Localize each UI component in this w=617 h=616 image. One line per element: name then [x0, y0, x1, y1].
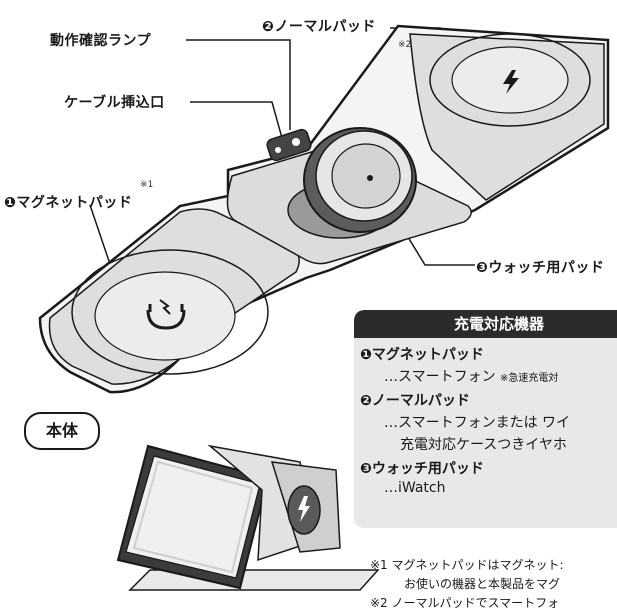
footnote-1-cont: お使いの機器と本製品をマグ: [404, 577, 561, 591]
watch-puck: [287, 127, 417, 239]
panel-line-watch-pad: ❸ウォッチ用パッド: [360, 461, 484, 477]
panel-line-smartphone: …スマートフォン ※急速充電対: [384, 366, 558, 386]
normal-pad: [429, 33, 591, 127]
cable-port-lamp: [266, 128, 312, 162]
compatible-devices-panel: 充電対応機器 ❶マグネットパッド …スマートフォン ※急速充電対 ❷ノーマルパッ…: [354, 310, 617, 528]
cable-port-label: ケーブル挿込口: [64, 95, 165, 111]
panel-line-magnet-pad: ❶マグネットパッド: [360, 347, 484, 363]
panel-title: 充電対応機器: [354, 310, 617, 338]
panel-line-iwatch: …iWatch: [384, 480, 446, 496]
main-body-badge: 本体: [24, 412, 100, 450]
stand-illustration: [116, 444, 380, 591]
lamp-label: 動作確認ランプ: [50, 33, 152, 49]
normal-pad-label: ❷ノーマルパッド: [262, 19, 376, 35]
panel-line-earphones: 充電対応ケースつきイヤホ: [400, 437, 567, 453]
phone-icon: [125, 455, 261, 579]
panel-line-normal-pad: ❷ノーマルパッド: [360, 393, 470, 409]
fast-charge-note: ※急速充電対: [500, 373, 559, 384]
watch-pad-label: ❸ウォッチ用パッド: [476, 260, 605, 276]
lightning-icon: [503, 70, 519, 94]
magnet-pad-note: ※1: [140, 180, 154, 190]
magnet-icon: [146, 299, 186, 330]
panel-line-smartphone-or: …スマートフォンまたは ワイ: [384, 415, 571, 431]
footnote-1: ※1 マグネットパッドはマグネット:: [370, 558, 564, 572]
panel-line-smartphone-text: …スマートフォン: [384, 369, 496, 385]
footnote-2: ※2 ノーマルパッドでスマートフォ: [370, 596, 560, 610]
normal-pad-note: ※2: [398, 40, 412, 50]
magnet-pad-label: ❶マグネットパッド: [4, 195, 133, 211]
magnet-pad: [71, 249, 269, 375]
